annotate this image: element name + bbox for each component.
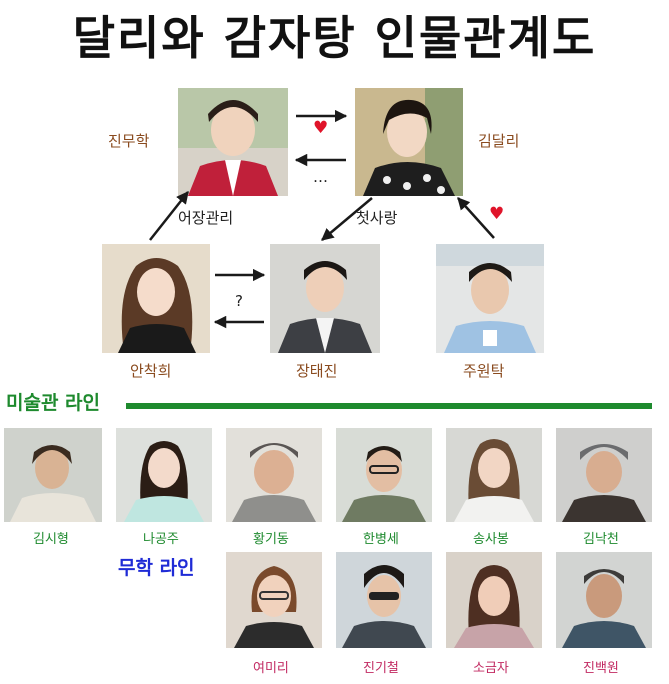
photo-museum-member bbox=[446, 428, 542, 522]
page-title: 달리와 감자탕 인물관계도 bbox=[72, 11, 597, 65]
photo-museum-member bbox=[116, 428, 212, 522]
photo-jin-muhak bbox=[178, 88, 288, 196]
name-an-chakhui: 안착희 bbox=[130, 362, 172, 380]
photo-muhak-member bbox=[336, 552, 432, 648]
photo-an-chakhui bbox=[102, 244, 210, 353]
name-museum-member: 김시형 bbox=[33, 532, 69, 547]
photo-muhak-member bbox=[226, 552, 322, 648]
label-questionmark: ? bbox=[235, 292, 243, 310]
name-museum-member: 김낙천 bbox=[583, 532, 619, 547]
photo-museum-member bbox=[556, 428, 652, 522]
photo-muhak-member bbox=[556, 552, 652, 648]
name-kim-dali: 김달리 bbox=[478, 132, 520, 150]
name-jang-taejin: 장태진 bbox=[296, 362, 338, 380]
museum-line-label: 미술관 라인 bbox=[6, 392, 101, 414]
heart-icon: ♥ bbox=[489, 204, 505, 224]
photo-kim-dali bbox=[355, 88, 463, 196]
name-museum-member: 나공주 bbox=[143, 532, 179, 547]
heart-icon: ♥ bbox=[313, 118, 329, 138]
photo-jang-taejin bbox=[270, 244, 380, 353]
photo-museum-member bbox=[336, 428, 432, 522]
name-ju-wontak: 주원탁 bbox=[463, 362, 505, 380]
name-muhak-member: 소금자 bbox=[473, 661, 509, 676]
name-muhak-member: 진백원 bbox=[583, 661, 619, 676]
name-muhak-member: 진기철 bbox=[363, 661, 399, 676]
name-museum-member: 황기동 bbox=[253, 532, 289, 547]
name-muhak-member: 여미리 bbox=[253, 661, 289, 676]
muhak-line-label: 무학 라인 bbox=[118, 557, 195, 579]
photo-ju-wontak bbox=[436, 244, 544, 353]
photo-museum-member bbox=[226, 428, 322, 522]
photo-museum-member bbox=[4, 428, 102, 522]
name-museum-member: 송사봉 bbox=[473, 532, 509, 547]
museum-line-divider bbox=[126, 403, 652, 409]
name-museum-member: 한병세 bbox=[363, 532, 399, 547]
label-ellipsis: … bbox=[313, 168, 328, 186]
name-jin-muhak: 진무학 bbox=[108, 132, 150, 150]
label-fishfarm: 어장관리 bbox=[178, 209, 234, 227]
label-first-love: 첫사랑 bbox=[356, 209, 398, 227]
photo-muhak-member bbox=[446, 552, 542, 648]
